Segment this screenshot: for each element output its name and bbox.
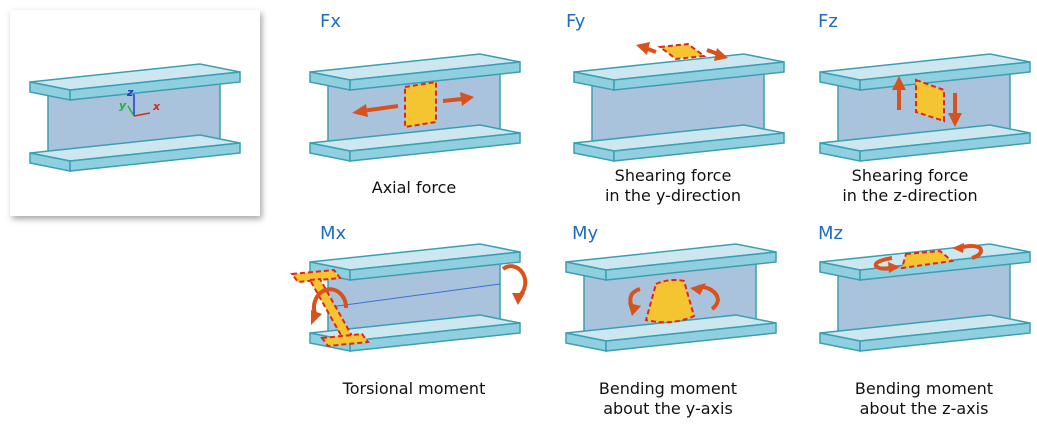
caption-fx-line1: Axial force [371,178,457,197]
caption-mx: Torsional moment [314,379,514,399]
caption-fy-line2: in the y-direction [604,186,742,205]
panel-tag-mz: Mz [818,223,843,244]
caption-fx: Axial force [314,178,514,198]
caption-mz-line1: Bending moment [854,379,994,398]
beam-my-drawing [565,243,777,352]
axis-label-x: x [153,100,161,113]
caption-my-line2: about the y-axis [603,399,733,418]
caption-my: Bending moment about the y-axis [568,379,768,419]
caption-fy-line1: Shearing force [614,166,732,185]
reference-beam-panel: z y x [10,10,260,216]
panel-tag-fz: Fz [818,11,838,32]
beam-fy-drawing [573,42,785,162]
caption-mx-line1: Torsional moment [342,379,486,398]
beam-mz-drawing [819,243,1031,352]
panel-tag-mx: Mx [320,223,347,244]
axis-label-z: z [127,86,134,99]
panel-tag-fy: Fy [566,11,586,32]
beam-fx-drawing [309,53,521,162]
reference-beam-drawing [29,63,241,172]
panel-tag-fx: Fx [320,11,342,32]
caption-fz: Shearing force in the z-direction [810,166,1010,206]
caption-fz-line2: in the z-direction [842,186,978,205]
axis-label-y: y [119,99,127,112]
caption-mz-line2: about the z-axis [859,399,989,418]
panel-tag-my: My [572,223,599,244]
beam-fz-drawing [819,53,1031,162]
caption-fy: Shearing force in the y-direction [573,166,773,206]
caption-fz-line1: Shearing force [851,166,969,185]
beam-mx-drawing [290,243,528,352]
caption-my-line1: Bending moment [598,379,738,398]
caption-mz: Bending moment about the z-axis [824,379,1024,419]
